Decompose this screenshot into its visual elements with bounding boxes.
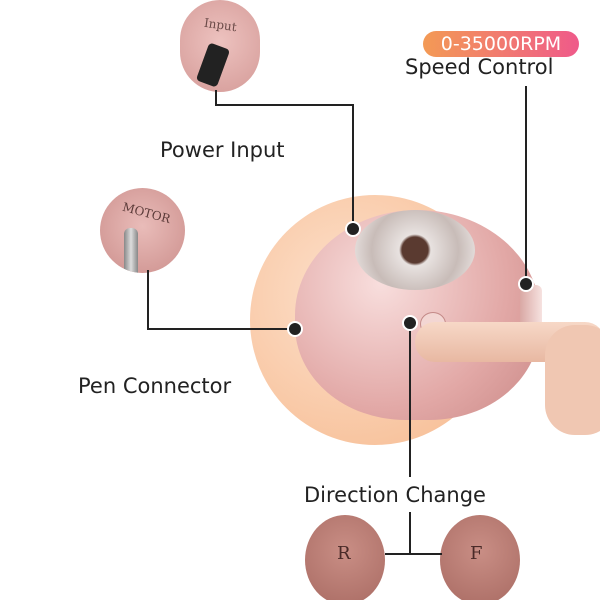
hand — [545, 325, 600, 435]
power-leader-v — [352, 104, 354, 228]
pen-connector-thumbnail: MOTOR — [100, 188, 185, 273]
speed-dot — [518, 276, 534, 292]
speed-control-label: Speed Control — [405, 55, 554, 79]
reverse-text: R — [337, 543, 351, 564]
rf-leader-h — [385, 553, 442, 555]
pen-cable — [124, 228, 138, 273]
speed-knob — [520, 285, 542, 330]
direction-change-label: Direction Change — [304, 483, 486, 507]
rpm-badge: 0-35000RPM — [423, 31, 579, 57]
power-dot — [345, 221, 361, 237]
pen-leader-v — [147, 270, 149, 330]
reverse-thumbnail: R — [305, 515, 385, 600]
direction-leader — [409, 322, 411, 477]
rf-leader-v — [409, 512, 411, 554]
pen-dot — [287, 321, 303, 337]
device-top-ring — [355, 210, 475, 290]
direction-dot — [402, 315, 418, 331]
input-port-text: Input — [203, 15, 238, 35]
speed-leader — [525, 86, 527, 282]
motor-port-text: MOTOR — [121, 199, 172, 227]
pen-connector-label: Pen Connector — [78, 374, 232, 398]
power-leader-h — [215, 104, 353, 106]
power-input-thumbnail: Input — [180, 0, 260, 92]
forward-text: F — [470, 543, 483, 564]
forward-thumbnail: F — [440, 515, 520, 600]
power-leader-v2 — [215, 90, 217, 106]
power-input-label: Power Input — [160, 138, 285, 162]
pen-leader-h — [147, 328, 295, 330]
power-plug — [195, 42, 231, 88]
